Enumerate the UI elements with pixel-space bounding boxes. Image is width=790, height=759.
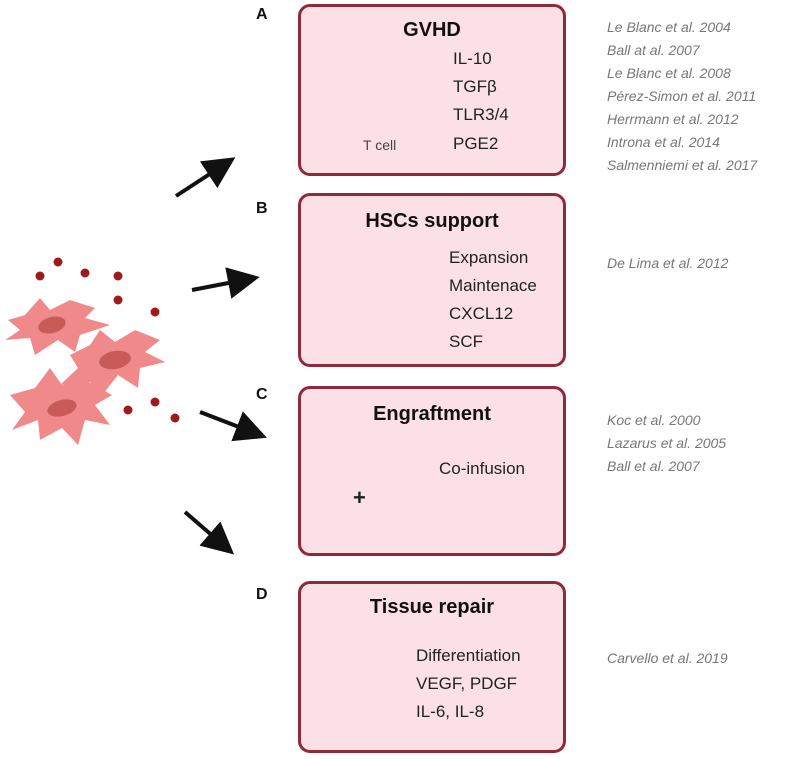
panel-letter-a: A — [256, 6, 268, 23]
panel-gvhd: GVHD IL-10 TGFβ TLR3/4 PGE2 T cell — [298, 4, 566, 176]
vesicle — [35, 271, 45, 281]
reference: Ball at al. 2007 — [607, 42, 700, 58]
panel-line: TLR3/4 — [453, 105, 509, 124]
panel-letter-c: C — [256, 386, 268, 403]
panel-line: CXCL12 — [449, 304, 514, 323]
reference: Introna et al. 2014 — [607, 134, 720, 150]
panel-line: Co-infusion — [439, 459, 525, 478]
vesicles — [35, 257, 180, 423]
panel-line: Differentiation — [416, 646, 521, 665]
vesicle — [123, 405, 133, 415]
vesicle — [53, 257, 63, 267]
panel-line: VEGF, PDGF — [416, 674, 518, 693]
panel-line: PGE2 — [453, 134, 499, 153]
reference: Le Blanc et al. 2004 — [607, 19, 731, 35]
arrow-to-hsc-support — [191, 267, 260, 299]
reference: Koc et al. 2000 — [607, 412, 701, 428]
reference: De Lima et al. 2012 — [607, 255, 729, 271]
vesicle — [113, 271, 123, 281]
panel-line: TGFβ — [453, 77, 497, 96]
vesicle — [150, 307, 160, 317]
reference: Lazarus et al. 2005 — [607, 435, 727, 451]
panel-title: Engraftment — [373, 403, 491, 425]
panel-tissue-repair: Tissue repair Differentiation VEGF, PDGF… — [298, 581, 566, 753]
vesicle — [170, 413, 180, 423]
plus-sign: + — [353, 485, 366, 510]
vesicle — [150, 397, 160, 407]
panel-engraftment: Engraftment Co-infusion + — [298, 386, 566, 556]
panel-letter-b: B — [256, 200, 268, 217]
panel-line: Expansion — [449, 248, 529, 267]
reference: Carvello et al. 2019 — [607, 650, 728, 666]
panel-title: Tissue repair — [369, 596, 495, 618]
arrow-to-engraftment — [199, 410, 267, 442]
reference: Le Blanc et al. 2008 — [607, 65, 731, 81]
panel-line: IL-6, IL-8 — [416, 702, 485, 721]
panel-title: HSCs support — [365, 210, 499, 232]
msc-nucleus — [47, 399, 77, 417]
reference: Pérez-Simon et al. 2011 — [607, 88, 757, 104]
msc-cell-cluster — [5, 298, 165, 445]
panel-line: IL-10 — [453, 49, 492, 68]
vesicle — [113, 295, 123, 305]
panel-title: GVHD — [403, 19, 461, 41]
panel-hsc-support: HSCs support Expansion Maintenace CXCL12… — [298, 193, 566, 367]
reference: Salmenniemi et al. 2017 — [607, 157, 758, 173]
panel-line: Maintenace — [449, 276, 537, 295]
arrows — [174, 157, 267, 555]
reference: Herrmann et al. 2012 — [607, 111, 739, 127]
panel-letter-d: D — [256, 586, 268, 603]
t-cell-label: T cell — [363, 137, 397, 153]
panel-line: SCF — [449, 332, 483, 351]
arrow-to-gvhd — [174, 157, 236, 198]
reference: Ball et al. 2007 — [607, 458, 700, 474]
vesicle — [80, 268, 90, 278]
msc-nucleus — [99, 350, 131, 370]
msc-nucleus — [38, 316, 66, 334]
arrow-to-tissue-repair — [183, 510, 235, 555]
